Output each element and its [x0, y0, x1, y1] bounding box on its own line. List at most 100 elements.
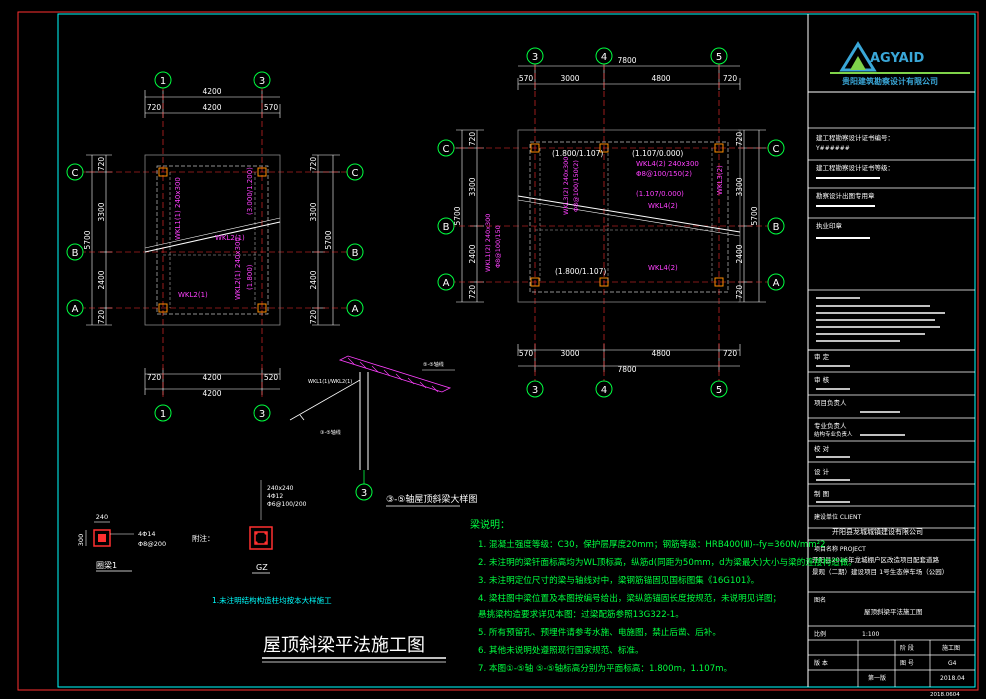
dim-bottom-r-2: 4800 — [651, 349, 670, 358]
scale-value: 1:100 — [862, 631, 879, 638]
dim-left-3: 720 — [97, 310, 106, 325]
gz-rebar: 4Φ12 — [267, 493, 283, 500]
note-4b: 悬挑梁构造要求详见本图：过梁配筋参照13G322-1。 — [478, 608, 684, 620]
svg-text:Φ8@100/150(2): Φ8@100/150(2) — [572, 160, 580, 212]
svg-text:Φ8@100/150: Φ8@100/150 — [494, 225, 502, 268]
note-4: 4. 梁柱图中梁位置及本图按编号给出，梁纵筋锚固长度按规范，未说明见详图； — [478, 592, 781, 604]
gz-label: GZ — [256, 563, 268, 572]
label-wkl2-vert: WKL2(1) 240x300 — [234, 237, 242, 300]
label-wkl4-elev: (1.107/0.000) — [636, 190, 684, 198]
label-wkl4-mid: WKL4(2) — [648, 202, 678, 210]
label-wkl2-mid: WKL2(1) — [215, 234, 245, 242]
dim-right-total-r: 5700 — [750, 206, 759, 225]
date-bottom: 2018.0604 — [930, 692, 960, 698]
project-name-2: 景观（二期）建设项目 1号生态停车场（公园） — [812, 567, 948, 576]
axis-bubble-left-a: A — [72, 304, 79, 315]
beam-width: 240 — [96, 513, 108, 521]
dim-left-r-3: 720 — [468, 285, 477, 300]
dim-left-2: 2400 — [97, 270, 106, 289]
label-wkl2-bottom: WKL2(1) — [178, 291, 208, 299]
axis-bubble-top-1: 1 — [160, 76, 166, 87]
beam-stirrup: Φ8@200 — [138, 540, 166, 548]
axis-bubble-r-top-5: 5 — [716, 52, 722, 63]
axis-bubble-r-top-4: 4 — [601, 52, 607, 63]
dim-right-1: 3300 — [309, 202, 318, 221]
sheet-label: 图 号 — [900, 660, 914, 667]
dim-right-3: 720 — [309, 310, 318, 325]
dim-bottom-2: 520 — [264, 373, 279, 382]
notes-heading: 梁说明： — [470, 518, 510, 531]
gz-section[interactable]: 240x240 4Φ12 Φ6@100/200 GZ — [249, 480, 307, 574]
elev-bottom: (1.800/1.107) — [555, 267, 606, 276]
axis-bubble-r-right-b: B — [773, 222, 780, 233]
client-name: 开阳县龙城城镇建设有限公司 — [832, 527, 923, 536]
dim-top-total: 4200 — [202, 87, 221, 96]
dim-left-r-0: 720 — [468, 132, 477, 147]
dim-left-r-2: 2400 — [468, 244, 477, 263]
plan-left[interactable]: WKL2(1) WKL2(1) WKL1(1) 240x300 WKL2(1) … — [66, 71, 364, 422]
note-1: 1. 混凝土强度等级：C30，保护层厚度20mm；钢筋等级：HRB400(Ⅲ)-… — [478, 538, 826, 550]
detail-note-1: WKL1(1)/WKL2(1) — [308, 379, 352, 385]
dim-bottom-r-3: 720 — [723, 349, 738, 358]
axis-bubble-r-right-a: A — [773, 278, 780, 289]
label-wkl4-stir: Φ8@100/150(2) — [636, 170, 692, 178]
company-logo: AGYAID 贵阳建筑勘察设计有限公司 — [830, 41, 970, 86]
dim-bottom-r-1: 3000 — [560, 349, 579, 358]
dim-bottom-total: 4200 — [202, 389, 221, 398]
review-label: 审 定 — [814, 352, 830, 361]
drawing-name: 屋顶斜梁平法施工图 — [864, 607, 923, 616]
project-lead-label: 项目负责人 — [814, 398, 847, 407]
dim-right-r-0: 720 — [735, 132, 744, 147]
beam-section[interactable]: 240 300 4Φ14 Φ8@200 圈梁1 — [77, 513, 166, 572]
detail-title: ③-⑤轴屋顶斜梁大样图 — [386, 493, 477, 505]
beam-notes: 梁说明： 1. 混凝土强度等级：C30，保护层厚度20mm；钢筋等级：HRB40… — [470, 518, 857, 674]
label-elev-left-2: (1.800) — [246, 264, 254, 290]
axis-bubble-bottom-1: 1 — [160, 409, 166, 420]
label-elev-left: (3.000/1.200) — [246, 167, 254, 215]
dim-left-total: 5700 — [83, 230, 92, 249]
plan-right[interactable]: (1.800/1.107) (1.107/0.000) (1.800/1.107… — [437, 47, 785, 398]
dim-right-total: 5700 — [324, 230, 333, 249]
logo-text: AGYAID — [870, 51, 925, 66]
note-3: 3. 未注明定位尺寸的梁与轴线对中，梁钢筋锚固见国标图集《16G101》。 — [478, 574, 759, 586]
dim-right-r-1: 3300 — [735, 177, 744, 196]
dim-left-r-1: 3300 — [468, 177, 477, 196]
title-block: AGYAID 贵阳建筑勘察设计有限公司 建工程勘察设计证书编号： Y######… — [807, 14, 975, 698]
dim-top-r-1: 3000 — [560, 74, 579, 83]
gz-note: 1.未注明结构构造柱均按本大样施工 — [212, 595, 332, 605]
axis-bubble-r-left-c: C — [443, 144, 450, 155]
rev-value: 第一版 — [868, 674, 886, 682]
draw-label: 制 图 — [814, 489, 829, 498]
slope-detail[interactable]: 3 ⑤-⑤轴线 WKL1(1)/WKL2(1) ③-⑤轴线 ③-⑤轴屋顶斜梁大样… — [289, 355, 477, 507]
drawing-label: 图名 — [814, 596, 826, 604]
main-title: 屋顶斜梁平法施工图 — [263, 635, 425, 656]
dim-top-1: 4200 — [202, 103, 221, 112]
gz-stirrup: Φ6@100/200 — [267, 501, 307, 508]
dim-top-r-3: 720 — [723, 74, 738, 83]
dim-right-r-3: 720 — [735, 285, 744, 300]
axis-bubble-left-b: B — [72, 248, 79, 259]
company-name: 贵阳建筑勘察设计有限公司 — [842, 76, 938, 86]
dim-right-r-2: 2400 — [735, 244, 744, 263]
dim-left-1: 3300 — [97, 202, 106, 221]
label-wkl4-bottom: WKL4(2) — [648, 264, 678, 272]
stamp1-label: 勘察设计出图专用章 — [816, 191, 875, 200]
note-7: 7. 本图①-⑤轴 ⑤-⑤轴标高分别为平面标高：1.800m，1.107m。 — [478, 662, 732, 674]
dim-top-0: 720 — [147, 103, 162, 112]
dim-left-0: 720 — [97, 157, 106, 172]
dim-bottom-r-0: 570 — [519, 349, 534, 358]
design-label: 设 计 — [814, 467, 830, 476]
dim-bottom-total-r: 7800 — [617, 365, 636, 374]
dim-top-2: 570 — [264, 103, 279, 112]
stage-label: 阶 段 — [900, 644, 914, 652]
outer-frame — [17, 11, 979, 691]
check-label: 审 核 — [814, 375, 830, 384]
dim-left-total-r: 5700 — [453, 206, 462, 225]
qual-value: Y###### — [815, 145, 850, 152]
dim-top-total-r: 7800 — [617, 56, 636, 65]
label-wkl4-top: WKL4(2) 240x300 — [636, 160, 699, 168]
gz-size: 240x240 — [267, 485, 294, 492]
svg-text:WKL1(2) 240x300: WKL1(2) 240x300 — [484, 214, 492, 272]
axis-bubble-r-right-c: C — [773, 144, 780, 155]
